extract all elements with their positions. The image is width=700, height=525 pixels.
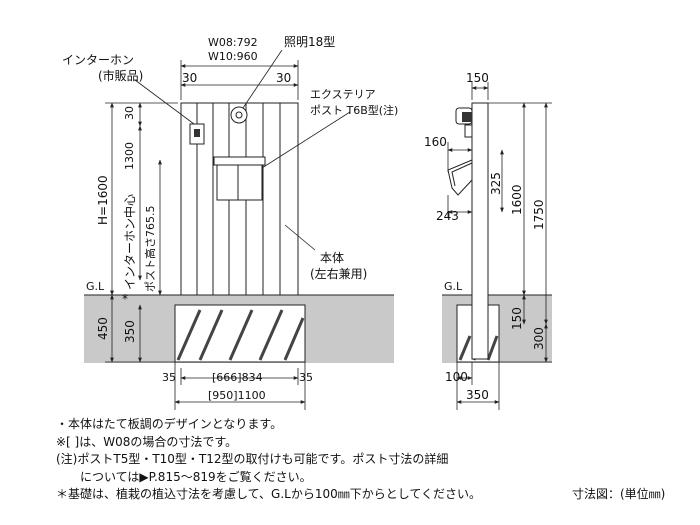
label-side-1750: 1750 [532,199,546,230]
label-dim-35-right: 35 [299,371,313,384]
label-dim-30-right: 30 [276,71,291,85]
label-dim-950-1100: [950]1100 [208,389,266,402]
label-dim-1300: 1300 [123,142,136,170]
label-side-gl: G.L [444,280,463,293]
note-line: ・本体はたて板調のデザインとなります。 [56,417,283,431]
label-exterior-1: エクステリア [310,88,376,101]
label-dim-666-834: [666]834 [212,371,263,384]
note-line: ※[ ]は、W08の場合の寸法です。 [56,434,238,449]
label-side-1600: 1600 [510,184,524,215]
label-dim-30-left: 30 [182,71,197,85]
label-side-243: 243 [436,209,459,223]
label-width-w08: W08:792 [208,36,258,49]
notes: ・本体はたて板調のデザインとなります。 ※[ ]は、W08の場合の寸法です。 (… [56,416,481,504]
note-line: (注)ポストT5型・T10型・T12型の取付けも可能です。ポスト寸法の詳細 [56,452,449,466]
label-side-160: 160 [424,135,447,149]
label-asterisk-front: * [122,292,128,306]
label-dim-top-30: 30 [123,106,136,120]
label-side-300: 300 [532,327,546,350]
front-view [84,49,394,410]
label-dim-450: 450 [96,317,110,340]
label-side-150-bottom: 150 [510,307,524,330]
side-mailbox [447,159,473,196]
label-body-1: 本体 [320,251,344,265]
label-body-2: (左右兼用) [310,266,367,281]
label-gl-front: G.L [86,280,105,293]
mailbox [216,159,263,201]
foundation-hatch [176,309,305,361]
unit-label: 寸法図：(単位㎜) [572,487,666,501]
label-exterior-2: ポスト T6B型(注) [310,103,398,117]
label-intercom-market: (市販品) [98,68,143,83]
label-side-325: 325 [489,172,503,195]
front-foundation [174,304,306,363]
label-side-100: 100 [445,370,468,384]
label-intercom-center: インターホン中心 [122,194,137,290]
front-panel [180,102,299,296]
label-post-height: ポスト高さ765.5 [143,206,157,293]
note-line: ＊基礎は、植栽の植込寸法を考慮して、G.Lから100㎜下からとしてください。 [56,487,482,501]
label-dim-35-left: 35 [162,371,176,384]
label-dim-350-front: 350 [123,320,137,343]
side-intercom [464,124,473,138]
side-post [471,102,489,360]
label-intercom: インターホン [62,53,134,67]
label-light: 照明18型 [284,35,335,49]
label-side-350: 350 [466,388,489,402]
label-height-total: H=1600 [96,175,110,225]
side-view [442,82,552,410]
note-line: については▶P.815～819をご覧ください。 [56,469,312,484]
label-width-w10: W10:960 [208,50,258,63]
label-side-150-top: 150 [466,71,489,85]
light-fixture [230,106,248,124]
